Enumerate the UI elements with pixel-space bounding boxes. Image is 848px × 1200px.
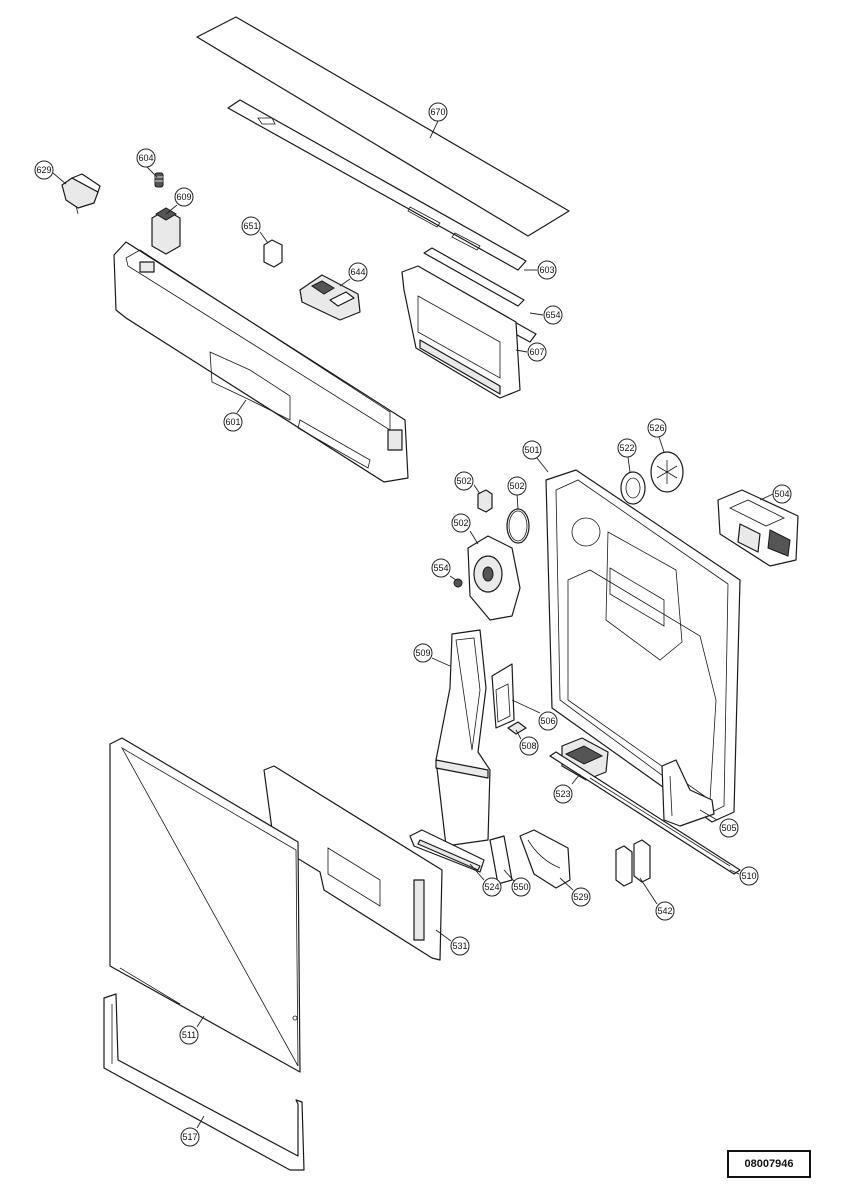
svg-text:502: 502 bbox=[456, 476, 471, 486]
callout-550: 550 bbox=[511, 877, 531, 897]
callout-601: 601 bbox=[223, 412, 243, 432]
callout-501: 501 bbox=[522, 440, 542, 460]
svg-text:529: 529 bbox=[573, 892, 588, 902]
callout-502-clip: 502 bbox=[454, 471, 474, 491]
part-508-clip bbox=[507, 721, 527, 735]
svg-text:607: 607 bbox=[529, 347, 544, 357]
part-542-tabs bbox=[615, 839, 651, 887]
svg-text:644: 644 bbox=[350, 267, 365, 277]
svg-text:522: 522 bbox=[619, 443, 634, 453]
callout-604: 604 bbox=[136, 148, 156, 168]
svg-text:601: 601 bbox=[225, 417, 240, 427]
svg-text:524: 524 bbox=[484, 882, 499, 892]
part-629-switch bbox=[61, 173, 101, 215]
svg-text:502: 502 bbox=[509, 481, 524, 491]
part-531-insulation-panel bbox=[263, 765, 443, 961]
svg-text:550: 550 bbox=[513, 882, 528, 892]
svg-text:526: 526 bbox=[649, 423, 664, 433]
svg-text:604: 604 bbox=[138, 153, 153, 163]
svg-text:554: 554 bbox=[433, 563, 448, 573]
callout-502-ring: 502 bbox=[507, 476, 527, 496]
callout-511: 511 bbox=[179, 1025, 199, 1045]
part-501-inner-door bbox=[545, 469, 741, 823]
part-511-outer-door bbox=[109, 737, 301, 1073]
svg-text:505: 505 bbox=[721, 823, 736, 833]
part-522-seal-ring bbox=[620, 471, 646, 505]
callout-542: 542 bbox=[655, 901, 675, 921]
callout-651: 651 bbox=[241, 216, 261, 236]
part-603-trim-strip bbox=[227, 99, 527, 307]
callout-508: 508 bbox=[519, 736, 539, 756]
document-number: 08007946 bbox=[727, 1150, 811, 1178]
part-510-rail bbox=[549, 751, 741, 875]
callout-603: 603 bbox=[537, 260, 557, 280]
callout-654: 654 bbox=[543, 305, 563, 325]
callout-554: 554 bbox=[431, 558, 451, 578]
part-505-hinge-bracket bbox=[661, 759, 715, 827]
callout-504: 504 bbox=[772, 484, 792, 504]
svg-text:510: 510 bbox=[741, 871, 756, 881]
part-604-spring bbox=[154, 172, 164, 188]
part-502-o-ring bbox=[506, 508, 530, 544]
svg-text:501: 501 bbox=[524, 445, 539, 455]
callout-670: 670 bbox=[428, 102, 448, 122]
svg-text:531: 531 bbox=[452, 941, 467, 951]
callout-510: 510 bbox=[739, 866, 759, 886]
callout-509: 509 bbox=[413, 643, 433, 663]
svg-text:517: 517 bbox=[182, 1132, 197, 1142]
part-502-fan-assembly bbox=[467, 535, 521, 621]
part-502-clip bbox=[477, 489, 493, 513]
part-554-screw bbox=[453, 578, 463, 588]
part-651-small-part bbox=[263, 239, 283, 268]
svg-text:651: 651 bbox=[243, 221, 258, 231]
callout-629: 629 bbox=[34, 160, 54, 180]
part-504-dispenser bbox=[717, 489, 799, 567]
callout-522: 522 bbox=[617, 438, 637, 458]
callout-607: 607 bbox=[527, 342, 547, 362]
svg-text:654: 654 bbox=[545, 310, 560, 320]
part-526-disc bbox=[650, 451, 684, 493]
callout-529: 529 bbox=[571, 887, 591, 907]
svg-text:504: 504 bbox=[774, 489, 789, 499]
callout-531: 531 bbox=[450, 936, 470, 956]
svg-text:629: 629 bbox=[36, 165, 51, 175]
callout-609: 609 bbox=[174, 187, 194, 207]
part-517-bottom-trim bbox=[103, 993, 305, 1171]
callout-523: 523 bbox=[553, 784, 573, 804]
svg-text:509: 509 bbox=[415, 648, 430, 658]
svg-text:609: 609 bbox=[176, 192, 191, 202]
part-609-connector bbox=[151, 207, 181, 255]
callout-517: 517 bbox=[180, 1127, 200, 1147]
svg-text:508: 508 bbox=[521, 741, 536, 751]
part-506-bracket bbox=[491, 663, 515, 729]
svg-text:506: 506 bbox=[540, 716, 555, 726]
svg-text:523: 523 bbox=[555, 789, 570, 799]
callout-506: 506 bbox=[538, 711, 558, 731]
svg-text:511: 511 bbox=[182, 1030, 196, 1040]
leader-lines bbox=[52, 120, 774, 1129]
svg-text:502: 502 bbox=[453, 518, 468, 528]
part-670-cover-sheet bbox=[196, 16, 570, 237]
part-644-door-lock bbox=[299, 274, 361, 321]
part-601-control-panel bbox=[113, 241, 409, 483]
callout-502-fan: 502 bbox=[451, 513, 471, 533]
part-607-electronic-module bbox=[401, 265, 521, 399]
part-529-bracket bbox=[519, 829, 571, 889]
part-524-handle bbox=[409, 829, 485, 873]
callout-505: 505 bbox=[719, 818, 739, 838]
callout-526: 526 bbox=[647, 418, 667, 438]
svg-text:542: 542 bbox=[657, 906, 672, 916]
callout-524: 524 bbox=[482, 877, 502, 897]
svg-text:670: 670 bbox=[430, 107, 445, 117]
part-509-air-duct bbox=[435, 629, 491, 847]
svg-text:603: 603 bbox=[539, 265, 554, 275]
callout-644: 644 bbox=[348, 262, 368, 282]
part-550-strip bbox=[489, 835, 513, 885]
